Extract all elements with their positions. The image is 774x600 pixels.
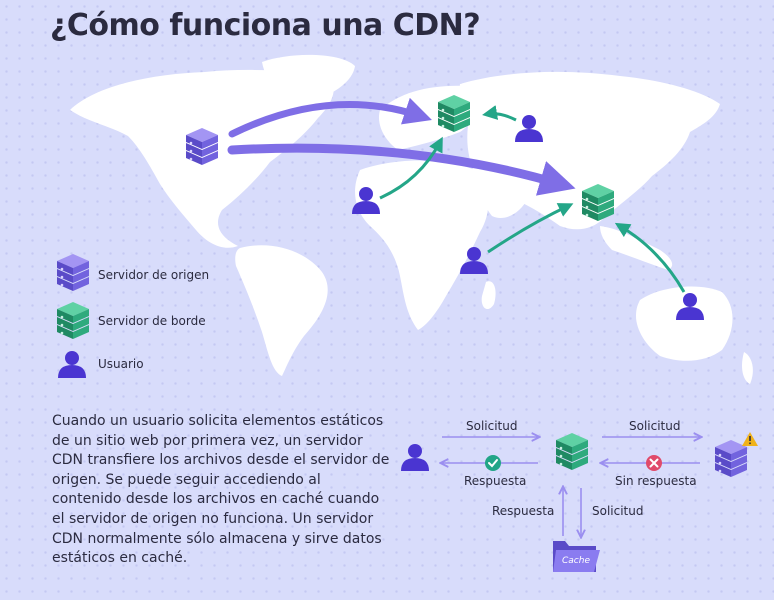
map-south-america xyxy=(235,245,328,376)
map-australia xyxy=(636,286,733,361)
label-request-down: Solicitud xyxy=(592,504,644,518)
origin-server-icon xyxy=(186,128,218,165)
edge-server-europe-icon xyxy=(438,95,470,132)
legend-edge-label: Servidor de borde xyxy=(98,314,206,328)
map-greenland xyxy=(262,54,355,104)
arrow-origin-to-asia-edge xyxy=(227,143,576,196)
map-new-zealand xyxy=(742,352,753,384)
arrow-africa-user-to-europe-edge xyxy=(379,136,443,200)
label-response-left: Respuesta xyxy=(464,474,527,488)
legend-edge-icon xyxy=(57,302,89,339)
arrow-origin-to-europe-edge xyxy=(228,97,432,138)
map-africa xyxy=(355,160,489,330)
check-icon xyxy=(485,455,501,471)
legend-origin-icon xyxy=(57,254,89,291)
page-title: ¿Cómo funciona una CDN? xyxy=(50,8,481,43)
arrow-australia-user-to-asia-edge xyxy=(614,222,686,293)
cache-label: Cache xyxy=(562,556,590,566)
cache-folder-icon xyxy=(553,541,600,572)
arrow-user-to-europe-edge xyxy=(482,105,517,122)
legend-user-icon xyxy=(58,351,86,378)
label-no-response: Sin respuesta xyxy=(615,474,697,488)
arrow-east-africa-user-to-asia-edge xyxy=(487,203,574,254)
map-southeast-asia xyxy=(600,226,673,270)
description-text: Cuando un usuario solicita elementos est… xyxy=(52,413,390,567)
flow-edge-server-icon xyxy=(556,433,588,470)
label-response-down: Respuesta xyxy=(492,504,555,518)
map-asia xyxy=(459,71,720,230)
map-madagascar xyxy=(481,281,496,310)
flow-user-icon xyxy=(401,444,429,471)
label-request-left: Solicitud xyxy=(466,419,518,433)
error-icon xyxy=(646,455,662,471)
world-map xyxy=(70,54,753,384)
flow-origin-server-icon xyxy=(715,440,747,477)
legend-origin-label: Servidor de origen xyxy=(98,268,210,282)
label-request-right: Solicitud xyxy=(629,419,681,433)
map-arabia xyxy=(478,177,528,218)
legend-user-label: Usuario xyxy=(98,357,144,371)
edge-server-asia-icon xyxy=(582,184,614,221)
